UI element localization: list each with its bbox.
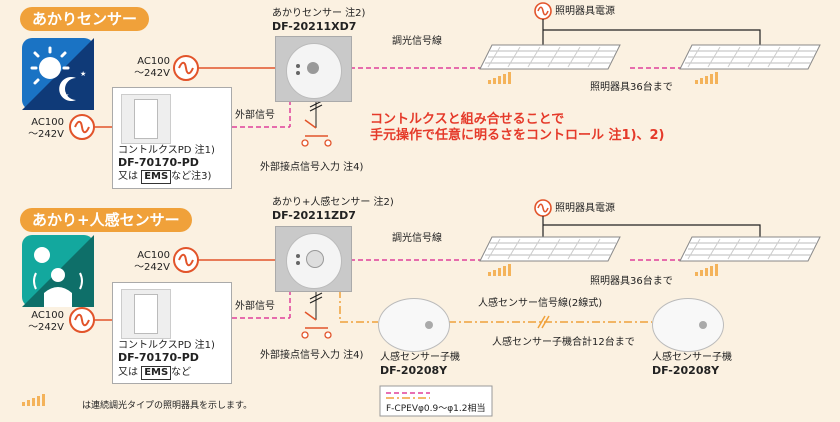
external-contact-label: 外部接点信号入力 注4) bbox=[260, 350, 364, 361]
light-sensor-device bbox=[275, 36, 352, 102]
controller-device bbox=[121, 289, 171, 339]
controller-device bbox=[121, 94, 171, 144]
human-sensor-child-device bbox=[652, 298, 724, 352]
child-sensor-model: DF-20208Y bbox=[380, 364, 448, 377]
power-label: 照明器具電源 bbox=[555, 6, 615, 17]
ac-source-icon bbox=[69, 114, 95, 140]
controller-model: DF-70170-PD bbox=[118, 351, 199, 364]
ems-badge: EMS bbox=[141, 170, 172, 184]
controller-panel bbox=[112, 87, 232, 189]
fixture-count-label: 照明器具36台まで bbox=[590, 82, 673, 93]
child-total-label: 人感センサー子機合計12台まで bbox=[492, 337, 635, 348]
light-fixture bbox=[679, 44, 821, 70]
sensor-model: DF-20211ZD7 bbox=[272, 209, 356, 222]
external-contact-label: 外部接点信号入力 注4) bbox=[260, 162, 364, 173]
external-signal-label: 外部信号 bbox=[235, 301, 275, 312]
signal-line-label: 調光信号線 bbox=[392, 36, 442, 47]
ac-label: AC100～242V bbox=[28, 117, 64, 140]
controller-label: コントルクスPD 注1) bbox=[118, 340, 215, 351]
dimming-bars-icon bbox=[695, 72, 718, 84]
ac-source-icon bbox=[173, 247, 199, 273]
ac-source-icon bbox=[534, 2, 552, 20]
fixture-count-label: 照明器具36台まで bbox=[590, 276, 673, 287]
ac-source-icon bbox=[173, 55, 199, 81]
ac-source-icon bbox=[69, 307, 95, 333]
controller-label: コントルクスPD 注1) bbox=[118, 145, 215, 156]
svg-text:★: ★ bbox=[80, 70, 86, 78]
highlight-text: コントルクスと組み合せることで 手元操作で任意に明るさをコントロール 注1)、2… bbox=[370, 112, 665, 143]
signal-line-label: 調光信号線 bbox=[392, 233, 442, 244]
child-sensor-label: 人感センサー子機 bbox=[380, 352, 460, 363]
ac-label: AC100～242V bbox=[134, 56, 170, 79]
controller-model: DF-70170-PD bbox=[118, 156, 199, 169]
external-signal-label: 外部信号 bbox=[235, 110, 275, 121]
controller-panel bbox=[112, 282, 232, 384]
child-sensor-model: DF-20208Y bbox=[652, 364, 720, 377]
light-human-sensor-icon bbox=[22, 235, 94, 307]
light-fixture bbox=[679, 236, 821, 262]
light-fixture bbox=[479, 44, 621, 70]
child-signal-label: 人感センサー信号線(2線式) bbox=[478, 298, 603, 309]
dimming-bars-icon bbox=[22, 394, 45, 406]
ac-label: AC100～242V bbox=[28, 310, 64, 333]
sensor-model: DF-20211XD7 bbox=[272, 20, 357, 33]
dimming-bars-icon bbox=[695, 264, 718, 276]
dimming-bars-icon bbox=[488, 72, 511, 84]
ac-source-icon bbox=[534, 199, 552, 217]
sensor-label: あかり+人感センサー 注2) bbox=[272, 197, 394, 208]
power-label: 照明器具電源 bbox=[555, 203, 615, 214]
sensor-label: あかりセンサー 注2) bbox=[272, 8, 366, 19]
ac-label: AC100～242V bbox=[134, 250, 170, 273]
light-sensor-icon: ★ ★ bbox=[22, 38, 94, 110]
light-fixture bbox=[479, 236, 621, 262]
svg-text:★: ★ bbox=[62, 91, 69, 100]
ems-badge: EMS bbox=[141, 366, 172, 380]
light-human-sensor-device bbox=[275, 226, 352, 292]
dimming-bars-icon bbox=[488, 264, 511, 276]
section-title: あかり+人感センサー bbox=[20, 208, 192, 232]
human-sensor-child-device bbox=[378, 298, 450, 352]
cable-spec: F-CPEVφ0.9～φ1.2相当 bbox=[386, 404, 486, 414]
legend-note: は連続調光タイプの照明器具を示します。 bbox=[82, 401, 253, 411]
child-sensor-label: 人感センサー子機 bbox=[652, 352, 732, 363]
section-title: あかりセンサー bbox=[20, 7, 150, 31]
